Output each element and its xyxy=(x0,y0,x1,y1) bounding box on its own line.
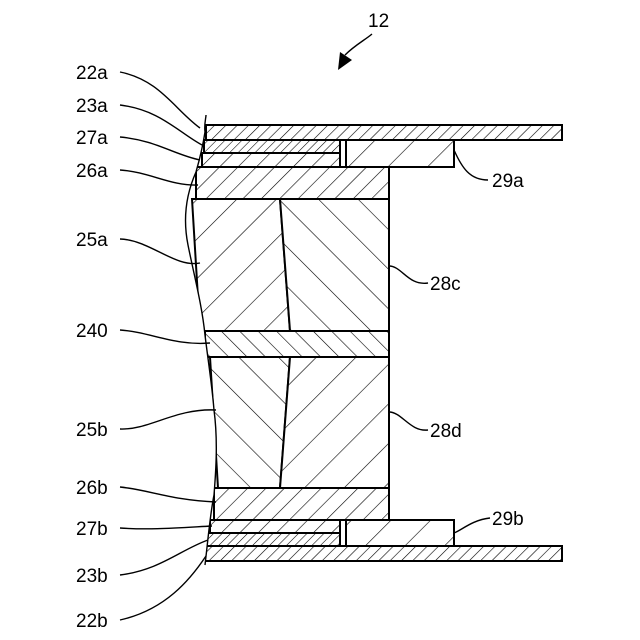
leader-22b xyxy=(120,556,206,620)
layer-26a xyxy=(196,167,389,199)
figure-reference-arrow xyxy=(345,34,372,55)
figure-number: 12 xyxy=(368,11,389,32)
label-26a: 26a xyxy=(76,161,108,182)
leader-28c xyxy=(389,266,428,283)
block-28c xyxy=(280,199,389,331)
label-29b: 29b xyxy=(492,509,524,530)
leader-29a xyxy=(454,150,488,180)
layer-27a xyxy=(202,153,340,167)
label-22b: 22b xyxy=(76,611,108,632)
layer-26b xyxy=(214,488,389,520)
label-240: 240 xyxy=(76,321,108,342)
label-27a: 27a xyxy=(76,128,108,149)
layer-23b xyxy=(206,533,340,546)
layer-23a xyxy=(204,140,340,153)
part-29a xyxy=(346,140,454,167)
label-23b: 23b xyxy=(76,566,108,587)
block-28d xyxy=(280,357,389,488)
label-25a: 25a xyxy=(76,230,108,251)
label-22a: 22a xyxy=(76,63,108,84)
plate-22a xyxy=(206,125,562,140)
label-28c: 28c xyxy=(430,274,461,295)
label-28d: 28d xyxy=(430,421,462,442)
block-25a xyxy=(192,199,290,331)
layer-240 xyxy=(205,331,389,357)
label-26b: 26b xyxy=(76,478,108,499)
label-23a: 23a xyxy=(76,96,108,117)
label-25b: 25b xyxy=(76,420,108,441)
plate-22b xyxy=(204,546,562,561)
leader-28d xyxy=(389,412,428,430)
layer-27b xyxy=(210,520,340,533)
label-27b: 27b xyxy=(76,519,108,540)
part-29b xyxy=(346,520,454,546)
label-29a: 29a xyxy=(492,171,524,192)
block-25b xyxy=(210,357,290,488)
break-cover xyxy=(0,110,216,565)
leader-29b xyxy=(454,518,490,533)
